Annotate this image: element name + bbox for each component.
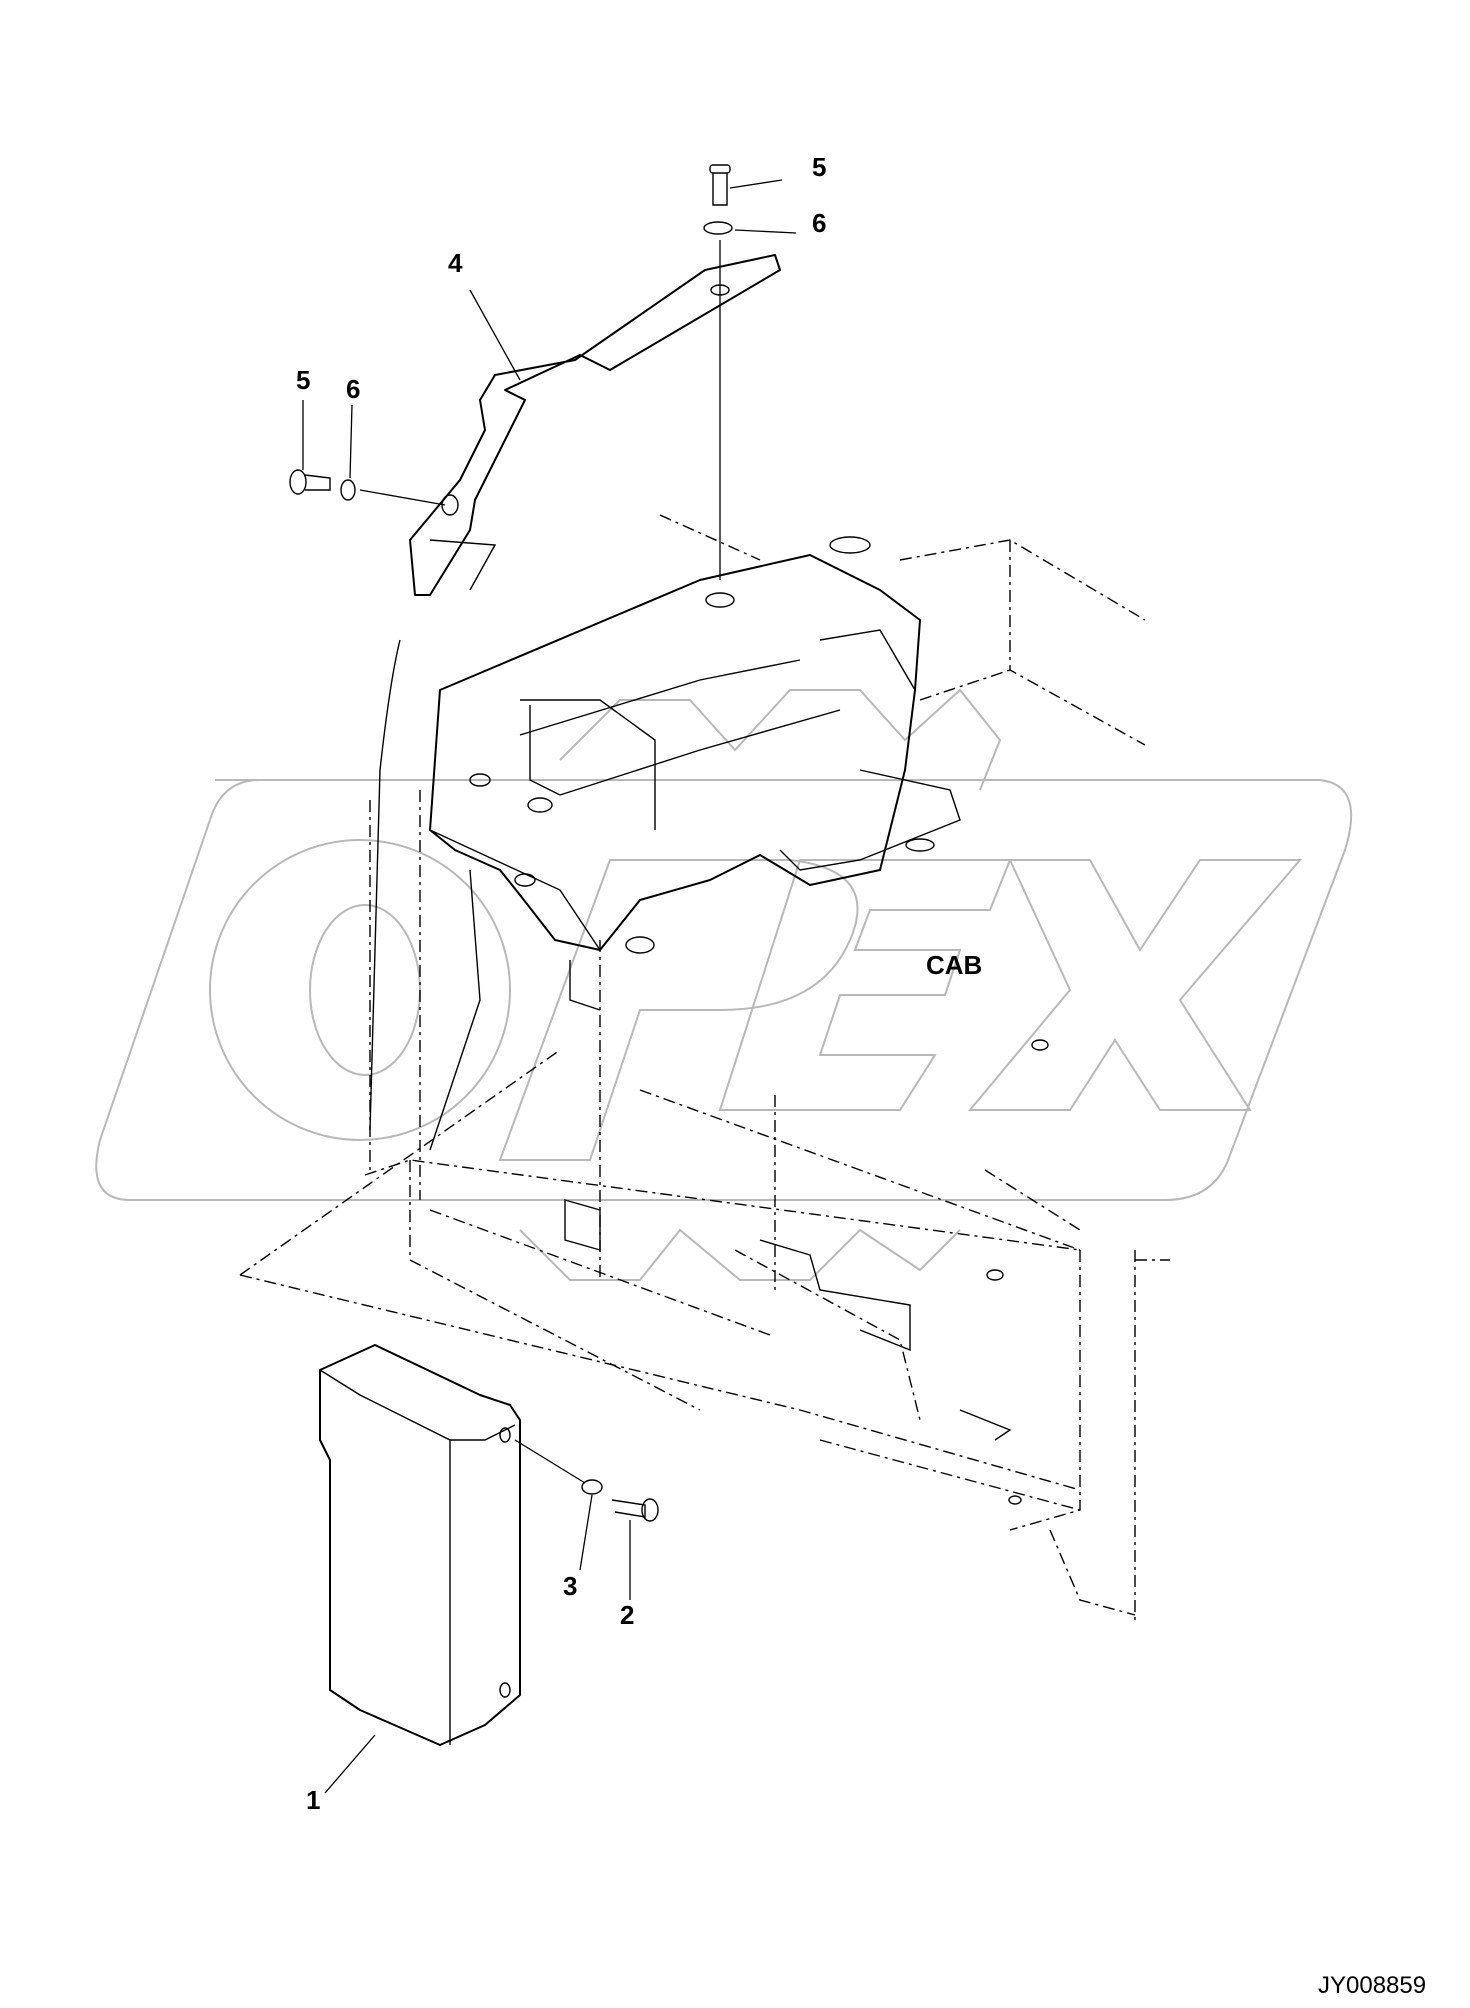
cab-frame-reference	[239, 514, 1170, 1620]
washer-upper-right	[703, 221, 733, 235]
callout-6-left: 6	[346, 374, 361, 404]
part-4-bracket	[409, 254, 781, 596]
callout-1: 1	[306, 1785, 321, 1815]
bolt-left	[289, 469, 331, 495]
callout-2: 2	[620, 1600, 635, 1630]
callout-6-top: 6	[812, 208, 827, 238]
bolt-upper-right	[709, 164, 731, 206]
watermark-logo	[95, 688, 1353, 1281]
part-1-panel-cover	[319, 1344, 521, 1746]
callout-3: 3	[563, 1571, 578, 1601]
cab-console-block	[369, 536, 1049, 1505]
callout-5-left: 5	[296, 365, 311, 395]
callout-4: 4	[448, 248, 463, 278]
cab-label: CAB	[926, 950, 983, 980]
washer-lower	[581, 1479, 603, 1495]
washer-left	[340, 479, 356, 501]
callout-5-top: 5	[812, 152, 827, 182]
diagram-id-code: JY008859	[1318, 1972, 1427, 1999]
leader-lines	[302, 179, 797, 1794]
bolt-lower	[611, 1498, 659, 1522]
